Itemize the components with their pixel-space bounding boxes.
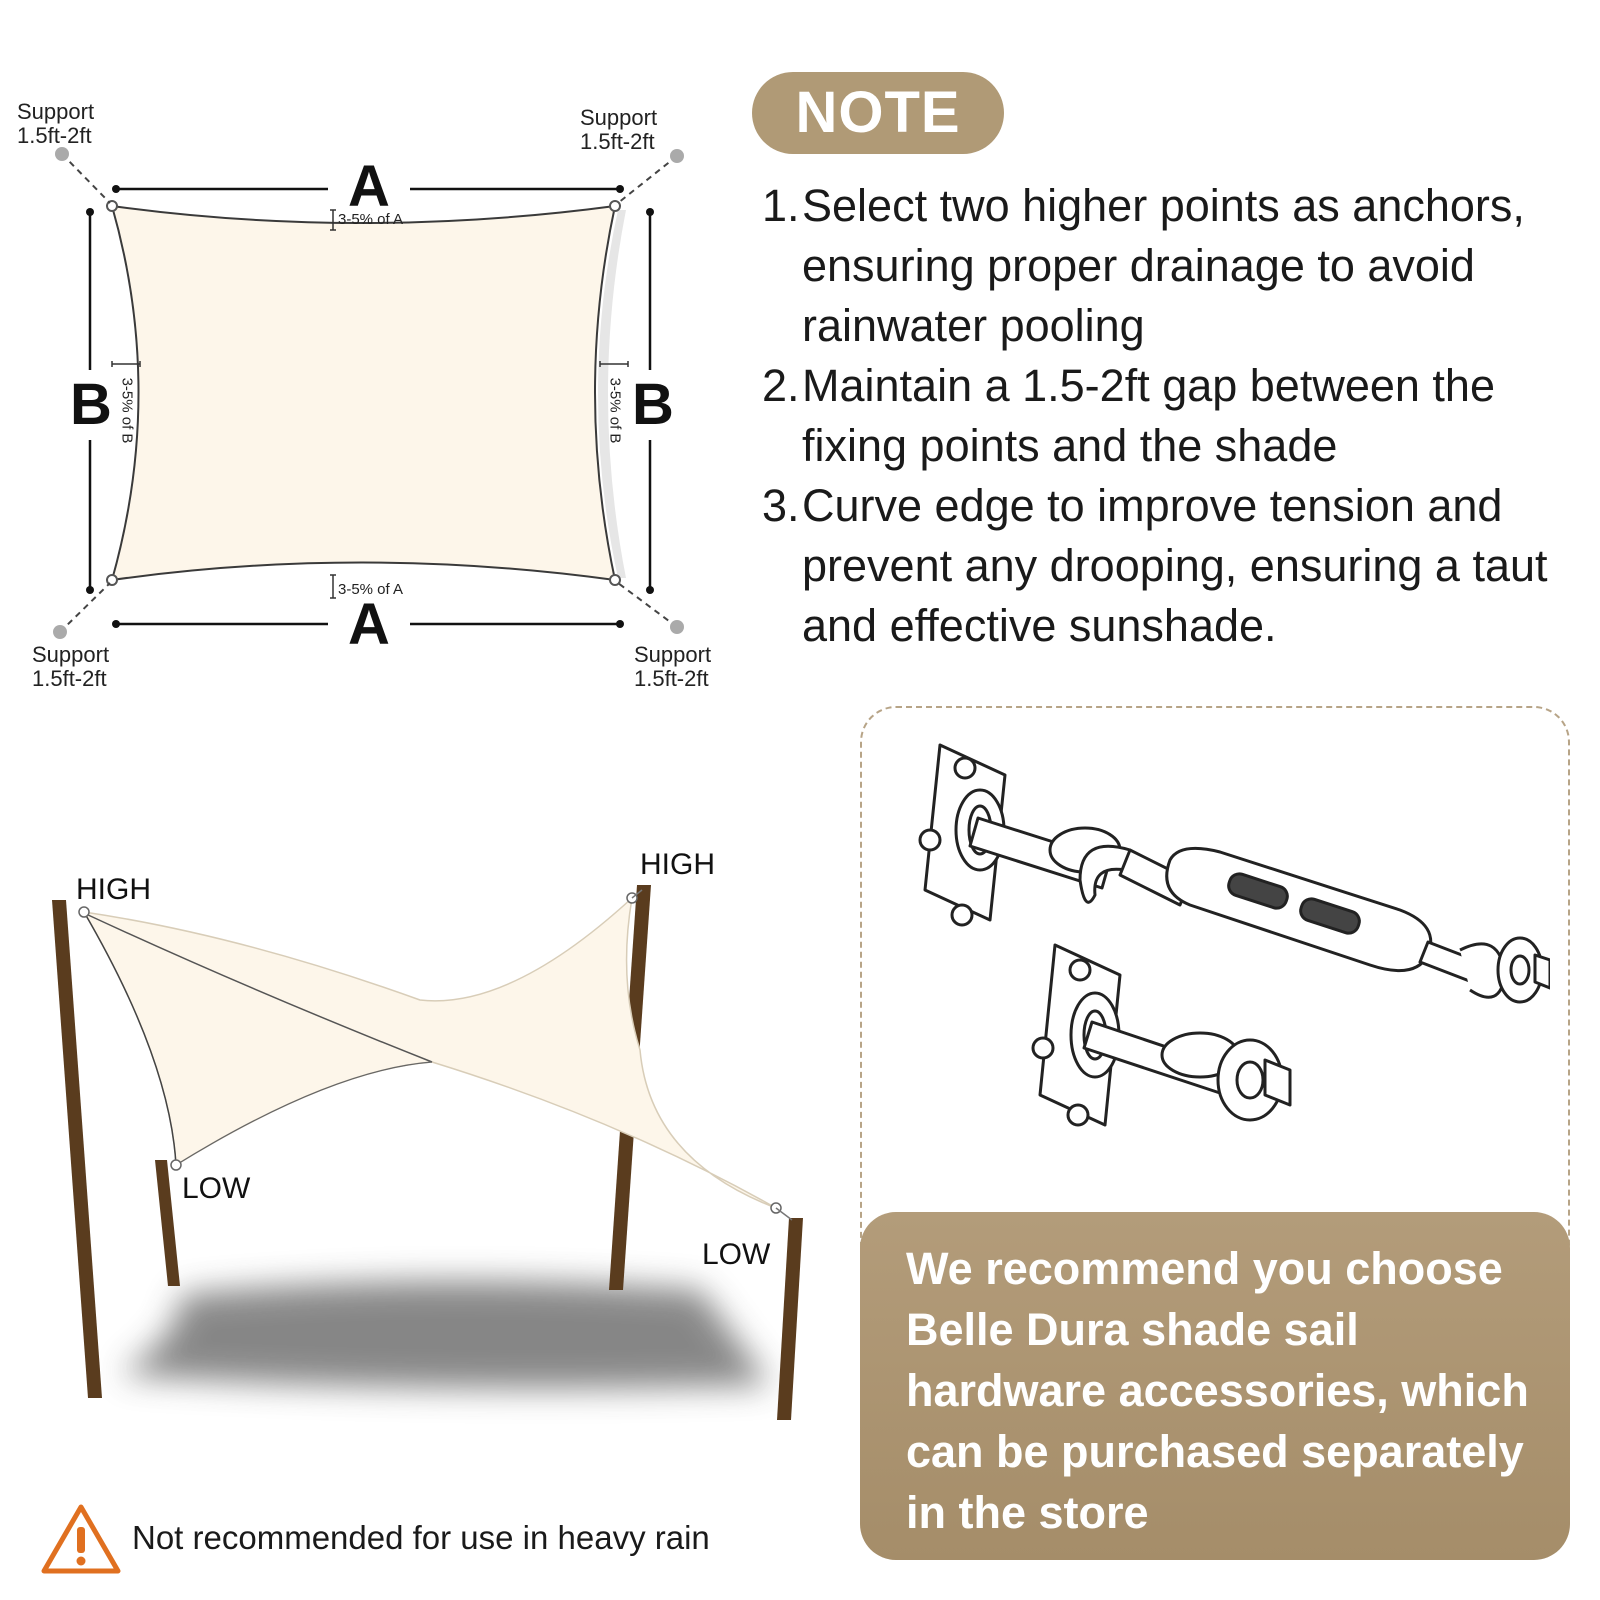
- high-label-right: HIGH: [640, 848, 715, 881]
- note-number: 3.: [762, 480, 800, 531]
- note-badge: NOTE: [752, 72, 1004, 154]
- side-b-right-label: B: [632, 372, 674, 437]
- note-text: Maintain a 1.5-2ft gap between the fixin…: [802, 360, 1495, 471]
- note-list: 1.Select two higher points as anchors, e…: [762, 176, 1592, 656]
- hypar-sail: [82, 895, 777, 1209]
- sag-a-top-label: 3-5% of A: [338, 211, 404, 228]
- support-gap-text: 1.5ft-2ft: [580, 129, 655, 154]
- support-text: Support: [17, 99, 95, 124]
- note-number: 2.: [762, 360, 800, 411]
- rectangular-sail: [110, 204, 617, 582]
- side-a-bottom-label: A: [348, 592, 390, 657]
- recommendation-box: We recommend you choose Belle Dura shade…: [860, 1212, 1570, 1560]
- support-label-top-right: Support 1.5ft-2ft: [580, 106, 657, 154]
- note-text: Select two higher points as anchors, ens…: [802, 180, 1525, 351]
- recommendation-text: We recommend you choose Belle Dura shade…: [906, 1243, 1529, 1538]
- support-text: Support: [32, 642, 110, 667]
- note-item: 1.Select two higher points as anchors, e…: [762, 176, 1592, 356]
- dimension-lines: [88, 187, 652, 626]
- note-text: Curve edge to improve tension and preven…: [802, 480, 1548, 651]
- support-label-top-left: Support 1.5ft-2ft: [17, 100, 94, 148]
- support-label-bottom-left: Support 1.5ft-2ft: [32, 643, 109, 691]
- ground-shadow: [120, 1281, 770, 1389]
- support-text: Support: [580, 105, 658, 130]
- support-text: Support: [634, 642, 712, 667]
- side-b-left-label: B: [70, 372, 112, 437]
- support-lines: [59, 153, 678, 633]
- note-number: 1.: [762, 180, 800, 231]
- warning-text: Not recommended for use in heavy rain: [132, 1519, 710, 1556]
- sag-a-bottom-label: 3-5% of A: [338, 581, 404, 598]
- support-gap-text: 1.5ft-2ft: [17, 123, 92, 148]
- low-label-right: LOW: [702, 1238, 771, 1271]
- support-label-bottom-right: Support 1.5ft-2ft: [634, 643, 711, 691]
- support-gap-text: 1.5ft-2ft: [634, 666, 709, 691]
- warning-triangle-icon: [41, 1504, 121, 1574]
- low-label-left: LOW: [182, 1172, 251, 1205]
- turnbuckle-hardware-icon: [918, 743, 1550, 1127]
- support-gap-text: 1.5ft-2ft: [32, 666, 107, 691]
- note-item: 2.Maintain a 1.5-2ft gap between the fix…: [762, 356, 1592, 476]
- sail-edge-shadow: [598, 210, 626, 578]
- note-item: 3.Curve edge to improve tension and prev…: [762, 476, 1592, 656]
- note-title: NOTE: [795, 80, 961, 145]
- sag-b-left-label: 3-5% of B: [118, 377, 136, 444]
- high-label-left: HIGH: [76, 873, 151, 906]
- sag-b-right-label: 3-5% of B: [606, 377, 624, 444]
- side-a-top-label: A: [348, 154, 390, 219]
